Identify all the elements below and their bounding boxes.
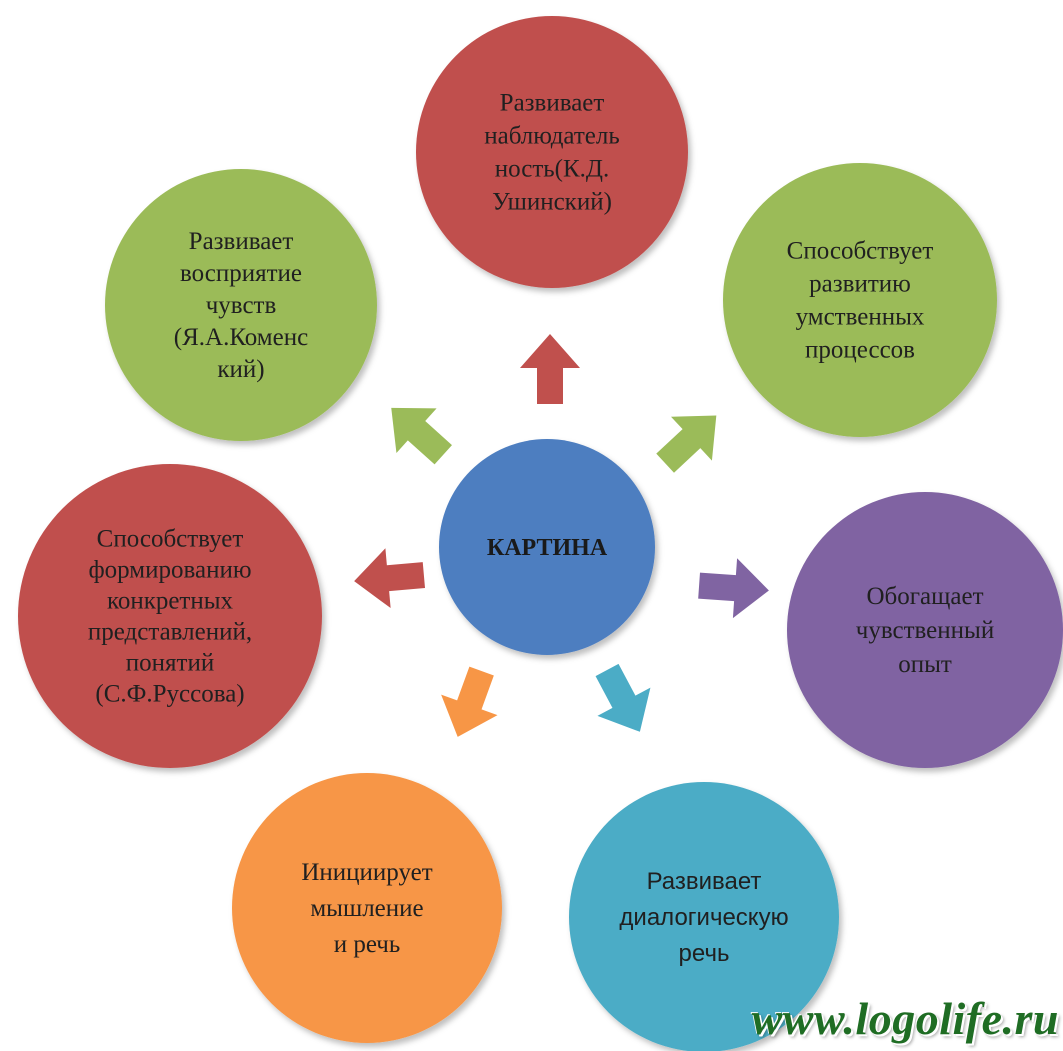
node-label-line: мышление [310,895,423,922]
node-label-line: Развивает [500,90,605,117]
node-label-line: и речь [334,931,401,958]
node-label-line: развитию [809,271,911,298]
node-label-line: (С.Ф.Руссова) [95,681,244,708]
node-label-line: понятий [126,650,214,677]
node-label-line: (Я.А.Коменс [174,324,308,351]
node-label-line: Обогащает [867,583,984,610]
node-label-bottom-left: Инициирует мышление и речь [301,859,432,958]
node-right[interactable]: Обогащает чувственный опыт [787,492,1063,768]
node-label-top-left: Развивает восприятие чувств (Я.А.Коменс кий) [174,228,308,383]
arrow-to-right [698,558,769,619]
node-label-line: формированию [88,557,251,584]
node-label-line: восприятие [180,260,302,287]
center-circle [439,439,655,655]
node-circle-left [18,464,322,768]
node-label-line: процессов [805,337,915,364]
arrow-to-top-left [391,407,452,465]
node-bottom-left[interactable]: Инициирует мышление и речь [232,773,502,1043]
arrow-to-bottom-left [441,666,498,737]
node-top-right[interactable]: Способствует развитию умственных процессов [723,163,997,437]
node-label-line: чувственный [856,617,994,644]
node-circle-bottom-right [569,782,839,1051]
node-label-line: наблюдатель [484,123,620,150]
center-label: КАРТИНА [487,535,608,561]
node-circle-top [416,16,688,288]
arrow-to-top-right [656,415,717,473]
nodes-group: Развивает наблюдатель ность(К.Д. Ушинский) С… [18,16,1063,1051]
node-label-top-right: Способствует развитию умственных процессов [787,238,934,364]
node-circle-right [787,492,1063,768]
node-bottom-right[interactable]: Развивает диалогическую речь [569,782,839,1051]
node-label-line: Ушинский) [492,189,612,216]
node-label-line: Способствует [787,238,934,265]
arrows-group [354,334,769,737]
node-circle-top-right [723,163,997,437]
node-top-left[interactable]: Развивает восприятие чувств (Я.А.Коменс кий) [105,169,377,441]
node-label-line: кий) [217,356,264,383]
node-label-line: представлений, [88,619,252,646]
node-circle-bottom-left [232,773,502,1043]
center-node[interactable]: КАРТИНА [439,439,655,655]
node-label-line: речь [679,940,730,967]
node-label-left: Способствует формированию конкретных предст… [88,526,252,708]
arrow-to-bottom-right [595,663,651,732]
arrow-to-left [354,548,426,609]
node-label-line: чувств [206,292,277,319]
node-label-line: Инициирует [301,859,432,886]
node-label-line: Развивает [189,228,294,255]
watermark-logo: www.logolife.ru [751,993,1059,1044]
node-label-line: Способствует [97,526,244,553]
node-label-line: ность(К.Д. [495,156,609,183]
node-label-line: диалогическую [619,904,788,931]
node-circle-top-left [105,169,377,441]
node-label-line: Развивает [647,868,762,895]
node-label-line: конкретных [107,588,234,615]
node-left[interactable]: Способствует формированию конкретных предст… [18,464,322,768]
node-label-line: опыт [898,651,952,678]
node-label-bottom-right: Развивает диалогическую речь [619,868,788,967]
node-label-right: Обогащает чувственный опыт [856,583,994,678]
node-label-top: Развивает наблюдатель ность(К.Д. Ушинский) [484,90,620,216]
node-top[interactable]: Развивает наблюдатель ность(К.Д. Ушинский) [416,16,688,288]
node-label-line: умственных [796,304,925,331]
arrow-to-top [520,334,580,404]
